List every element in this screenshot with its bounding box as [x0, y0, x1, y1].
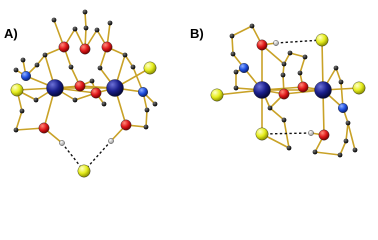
- panel-a-halogen-atom: [143, 61, 157, 75]
- panel-a-nitrogen-atom: [21, 70, 32, 81]
- panel-a-carbon-atom: [130, 64, 136, 70]
- panel-a-carbon-atom: [42, 52, 48, 58]
- panel-a-carbon-atom: [72, 97, 78, 103]
- panel-a-carbon-atom: [97, 65, 103, 71]
- panel-b-bond: [335, 67, 342, 83]
- panel-a-nitrogen-atom: [137, 86, 148, 97]
- panel-b-hydrogen-bond: [261, 132, 312, 135]
- panel-b-carbon-atom: [345, 120, 351, 126]
- panel-b-oxygen-atom: [318, 129, 330, 141]
- panel-b-carbon-atom: [287, 50, 293, 56]
- panel-a-carbon-atom: [34, 62, 40, 68]
- panel-b-oxygen-atom: [297, 81, 309, 93]
- panel-b-bond: [269, 107, 285, 121]
- panel-b-halogen-atom: [352, 81, 366, 95]
- panel-b-oxygen-atom: [278, 88, 290, 100]
- panel-b-bond: [299, 56, 306, 74]
- panel-a-carbon-atom: [107, 20, 113, 26]
- panel-a-oxygen-atom: [90, 87, 102, 99]
- panel-a-oxygen-atom: [58, 41, 70, 53]
- panel-a-carbon-atom: [152, 101, 158, 107]
- panel-b-carbon-atom: [281, 117, 287, 123]
- panel-b-bond: [347, 122, 356, 151]
- panel-a-carbon-atom: [13, 127, 19, 133]
- panel-a-bond: [145, 109, 148, 128]
- panel-a-oxygen-atom: [74, 80, 86, 92]
- panel-b-structure: [210, 23, 366, 158]
- panel-b-nitrogen-atom: [238, 63, 249, 74]
- panel-b-carbon-atom: [302, 54, 308, 60]
- panel-a-hydrogen-atom: [59, 140, 65, 146]
- panel-b-metal-atom: [253, 81, 271, 99]
- panel-a-carbon-atom: [101, 101, 107, 107]
- panel-b-metal-atom: [314, 81, 332, 99]
- panel-a-bond: [84, 11, 87, 29]
- panel-a-carbon-atom: [144, 107, 150, 113]
- panel-a-carbon-atom: [19, 108, 25, 114]
- panel-a-carbon-atom: [13, 67, 19, 73]
- panel-a-carbon-atom: [94, 27, 100, 33]
- panel-a-oxygen-atom: [79, 43, 91, 55]
- molecular-structure-figure: A) B): [4, 9, 366, 178]
- panel-a-bond: [15, 110, 23, 131]
- panel-a-hydrogen-bond: [83, 140, 112, 172]
- panel-a-carbon-atom: [72, 26, 78, 32]
- panel-a-carbon-atom: [33, 97, 39, 103]
- panel-label-b: B): [190, 26, 204, 41]
- panel-b-hydrogen-bond: [275, 39, 323, 44]
- panel-b-carbon-atom: [297, 70, 303, 76]
- panel-a-bond: [124, 54, 134, 68]
- panel-b-hydrogen-atom: [273, 40, 279, 46]
- panel-a-hydrogen-atom: [108, 138, 114, 144]
- panel-a-metal-atom: [106, 79, 124, 97]
- panel-a-carbon-atom: [82, 9, 88, 15]
- panel-b-halogen-atom: [315, 33, 329, 47]
- panel-a-halogen-atom: [77, 164, 91, 178]
- panel-b-carbon-atom: [229, 33, 235, 39]
- panel-b-bond: [231, 25, 253, 37]
- panel-a-carbon-atom: [122, 52, 128, 58]
- panel-b-carbon-atom: [230, 51, 236, 57]
- panel-b-carbon-atom: [338, 79, 344, 85]
- panel-b-carbon-atom: [233, 85, 239, 91]
- panel-b-carbon-atom: [233, 69, 239, 75]
- panel-b-nitrogen-atom: [338, 102, 349, 113]
- panel-b-bond: [231, 35, 234, 55]
- panel-b-halogen-atom: [210, 88, 224, 102]
- panel-a-oxygen-atom: [120, 119, 132, 131]
- panel-b-bond: [289, 52, 306, 58]
- panel-a-carbon-atom: [20, 57, 26, 63]
- panel-b-oxygen-atom: [256, 39, 268, 51]
- panel-label-a: A): [4, 26, 18, 41]
- panel-b-carbon-atom: [267, 105, 273, 111]
- panel-a-carbon-atom: [89, 78, 95, 84]
- panel-b-carbon-atom: [337, 152, 343, 158]
- panel-a-metal-atom: [46, 79, 64, 97]
- panel-a-oxygen-atom: [38, 122, 50, 134]
- panel-a-oxygen-atom: [101, 41, 113, 53]
- panel-b-bond: [345, 122, 349, 142]
- panel-b-carbon-atom: [333, 65, 339, 71]
- panel-b-carbon-atom: [286, 145, 292, 151]
- panel-a-carbon-atom: [68, 64, 74, 70]
- panel-b-bond: [339, 140, 347, 156]
- panel-b-halogen-atom: [255, 127, 269, 141]
- panel-a-carbon-atom: [83, 25, 89, 31]
- panel-b-bond: [314, 151, 341, 156]
- panel-b-carbon-atom: [280, 72, 286, 78]
- panel-b-hydrogen-atom: [308, 130, 314, 136]
- panel-a-carbon-atom: [51, 17, 57, 23]
- panel-a-halogen-atom: [10, 83, 24, 97]
- panel-b-carbon-atom: [281, 61, 287, 67]
- panel-b-carbon-atom: [343, 138, 349, 144]
- figure-stage: A) B): [4, 9, 366, 178]
- panel-a-structure: [10, 9, 158, 178]
- panel-b-carbon-atom: [352, 147, 358, 153]
- panel-b-carbon-atom: [249, 23, 255, 29]
- panel-b-carbon-atom: [312, 149, 318, 155]
- panel-a-carbon-atom: [143, 124, 149, 130]
